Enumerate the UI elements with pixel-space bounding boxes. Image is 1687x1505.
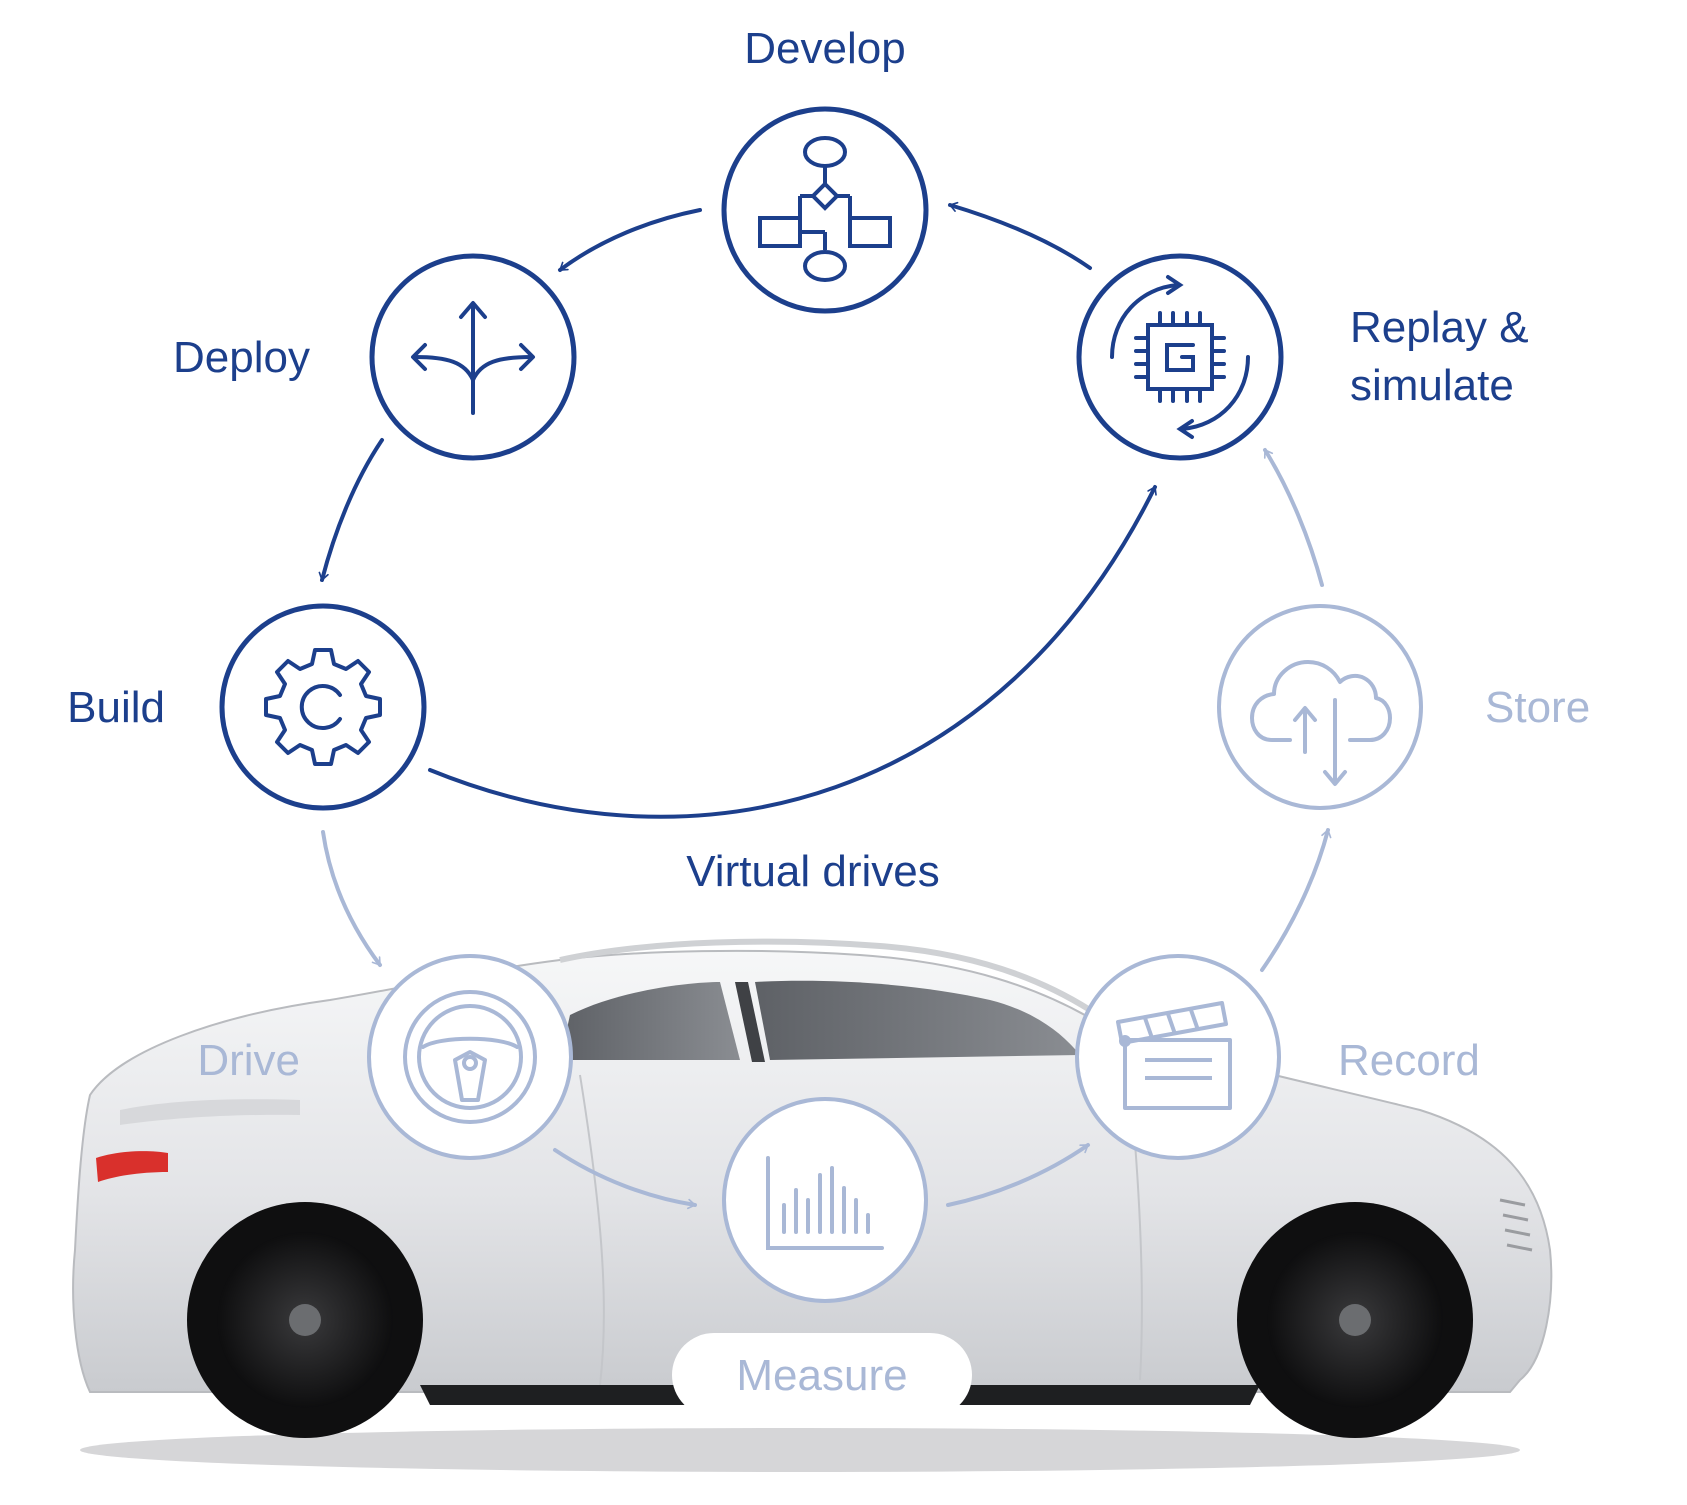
steering-wheel-icon <box>403 990 537 1124</box>
node-deploy: Deploy <box>173 253 577 461</box>
node-store: Store <box>1217 604 1590 810</box>
node-build: Build <box>67 603 427 811</box>
edge-build-to-drive <box>321 830 382 967</box>
node-label-build: Build <box>67 683 165 732</box>
node-label-store: Store <box>1485 683 1590 732</box>
node-measure: Measure <box>672 1097 972 1417</box>
branching-arrows-icon <box>411 301 535 415</box>
bar-chart-icon <box>766 1156 884 1250</box>
edge-record-to-store <box>1260 828 1332 972</box>
edge-deploy-to-build <box>318 438 384 582</box>
measure-label-pill <box>672 1333 972 1417</box>
node-label-measure: Measure <box>736 1351 907 1400</box>
edge-label-virtual-drives: Virtual drives <box>686 847 940 896</box>
clapperboard-icon <box>1116 1001 1232 1110</box>
edge-replay-to-develop <box>948 201 1092 270</box>
node-record: Record <box>1075 954 1480 1160</box>
node-label-develop: Develop <box>744 24 905 73</box>
edge-drive-to-measure <box>553 1148 697 1210</box>
flowchart-icon <box>758 136 892 282</box>
edges <box>318 201 1332 1210</box>
node-develop: Develop <box>721 24 929 314</box>
node-label-record: Record <box>1338 1036 1480 1085</box>
node-label-deploy: Deploy <box>173 333 310 382</box>
node-label-replay-line2: simulate <box>1350 361 1514 410</box>
node-label-replay-line1: Replay & <box>1350 303 1529 352</box>
node-replay-simulate: Replay & simulate <box>1076 253 1529 461</box>
cloud-upload-download-icon <box>1250 660 1392 786</box>
node-label-drive: Drive <box>197 1036 300 1085</box>
node-drive: Drive <box>197 954 573 1160</box>
processor-chip-icon <box>1110 275 1250 439</box>
gear-icon <box>264 648 382 766</box>
edge-develop-to-deploy <box>558 208 702 272</box>
edge-build-to-replay <box>428 485 1157 819</box>
edge-store-to-replay <box>1263 448 1324 587</box>
edge-measure-to-record <box>946 1143 1090 1207</box>
